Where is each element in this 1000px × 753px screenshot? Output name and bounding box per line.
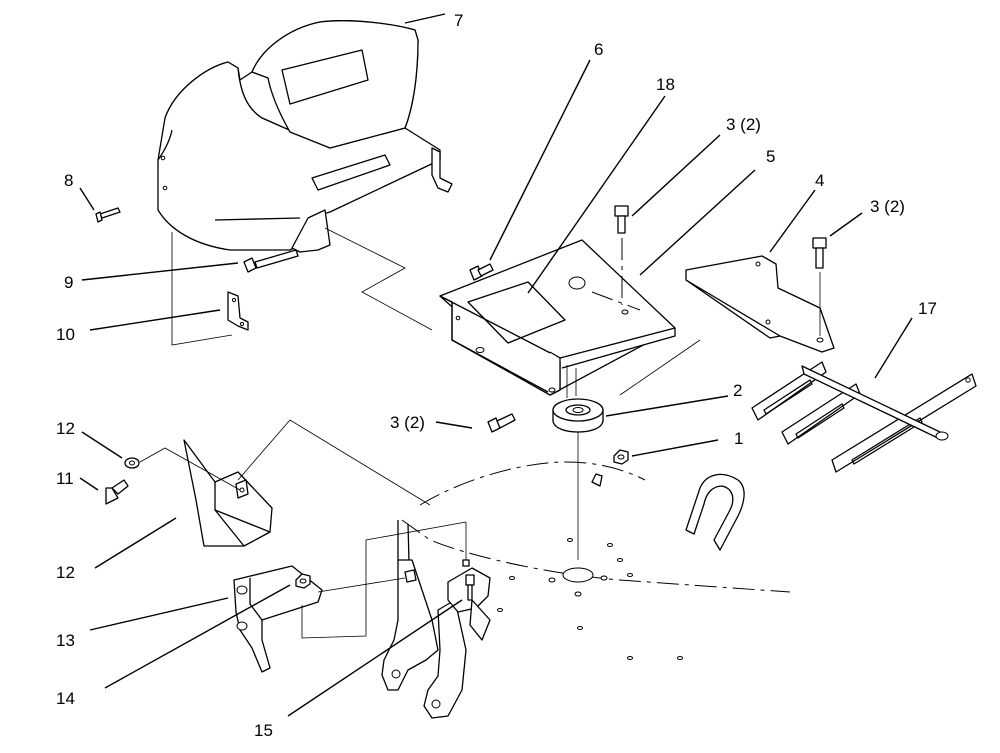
callout-3b: 3 (2) [870, 197, 905, 216]
seat-bolt [95, 207, 121, 223]
mounting-plate [685, 255, 835, 353]
callout-1: 1 [734, 429, 743, 448]
discharge-guard [183, 439, 273, 547]
leader-lines [79, 13, 913, 717]
callout-4: 4 [815, 171, 824, 190]
screw [105, 479, 129, 505]
deck-studs [462, 522, 470, 567]
nut [613, 449, 629, 465]
deck-bracket-arms [381, 559, 467, 719]
top-bolt [614, 205, 629, 305]
callout-2: 2 [733, 381, 742, 400]
mower-deck [397, 461, 791, 660]
pulley [552, 398, 604, 560]
callout-8: 8 [64, 171, 73, 190]
callout-6: 6 [594, 40, 603, 59]
callout-13: 13 [56, 631, 75, 650]
bracket-nut [295, 573, 311, 589]
control-box [439, 239, 676, 396]
callout-5: 5 [766, 147, 775, 166]
seat-bracket [227, 291, 249, 331]
washer [124, 457, 140, 469]
hinge-bolt [243, 249, 299, 273]
box-bolt [469, 263, 494, 281]
callout-14: 14 [56, 689, 75, 708]
callout-12a: 12 [56, 419, 75, 438]
callout-3a: 3 (2) [726, 115, 761, 134]
seat-part [157, 20, 453, 253]
callout-15: 15 [254, 721, 273, 740]
deck-bolt [447, 567, 491, 641]
left-bolt [487, 413, 516, 433]
callout-17: 17 [918, 299, 937, 318]
bracket-assembly [751, 361, 977, 473]
callout-11: 11 [56, 469, 74, 488]
callout-labels: 7 6 18 3 (2) 5 4 3 (2) 8 9 10 17 2 3 (2)… [56, 11, 937, 740]
callout-3c: 3 (2) [390, 413, 425, 432]
callout-9: 9 [64, 273, 73, 292]
callout-12b: 12 [56, 563, 75, 582]
right-bolt [812, 237, 827, 336]
callout-7: 7 [454, 11, 463, 30]
callout-10: 10 [56, 325, 75, 344]
callout-18: 18 [656, 75, 675, 94]
mounting-bracket [233, 565, 323, 673]
